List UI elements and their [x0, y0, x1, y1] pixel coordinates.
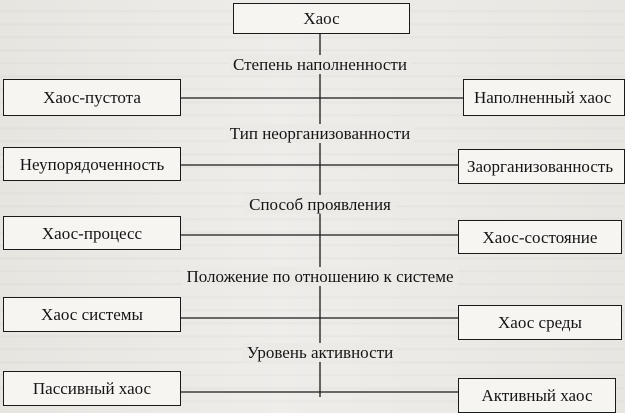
criterion-label-3: Положение по отношению к системе	[0, 267, 625, 286]
left-node-1: Неупорядоченность	[3, 147, 181, 181]
left-node-3: Хаос системы	[3, 297, 181, 332]
left-node-0: Хаос-пустота	[3, 79, 181, 116]
root-node: Хаос	[233, 3, 410, 34]
criterion-label-0: Степень наполненности	[0, 55, 625, 74]
right-node-1: Заорганизованность	[458, 149, 625, 184]
criterion-label-2: Способ проявления	[0, 195, 625, 214]
right-node-2: Хаос-состояние	[458, 220, 622, 254]
left-node-2: Хаос-процесс	[3, 216, 181, 250]
criterion-label-4: Уровень активности	[0, 343, 625, 362]
left-node-4: Пассивный хаос	[3, 371, 181, 406]
right-node-0: Наполненный хаос	[463, 79, 625, 116]
right-node-3: Хаос среды	[458, 305, 622, 340]
criterion-label-1: Тип неорганизованности	[0, 124, 625, 143]
right-node-4: Активный хаос	[458, 378, 616, 413]
